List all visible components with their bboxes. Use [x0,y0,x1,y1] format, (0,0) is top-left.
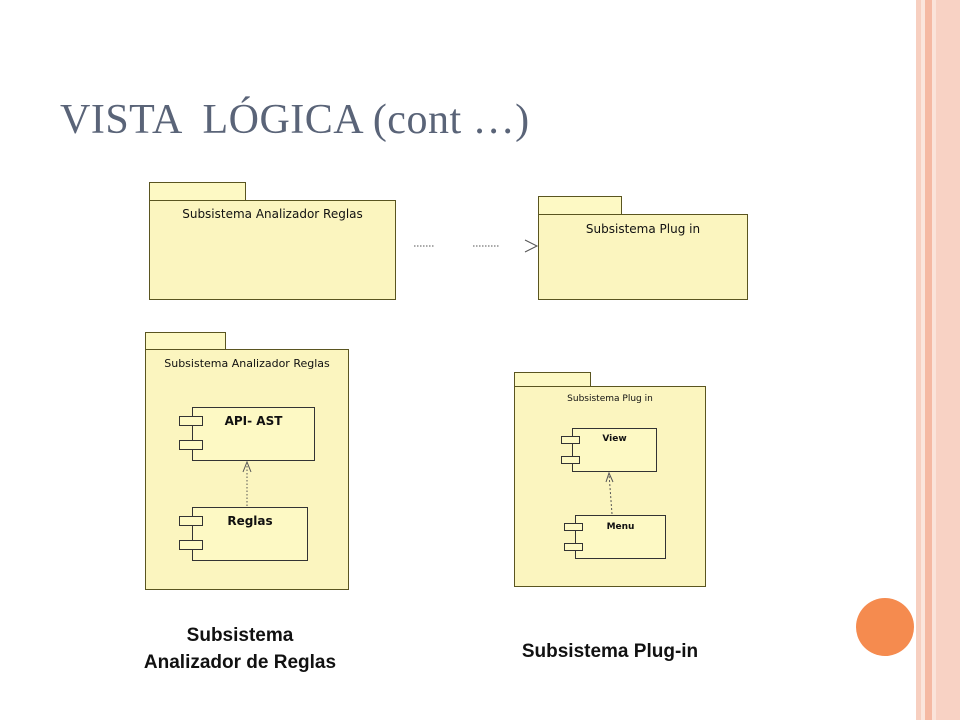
caption-plugin: Subsistema Plug-in [521,641,699,662]
border-stripe [916,0,921,720]
arrow-head-icon [605,471,614,483]
component-api-ast: API- AST [179,407,315,461]
component-port-icon [179,440,203,450]
package-body: Subsistema Plug in [538,214,748,300]
dependency-line [608,473,613,515]
component-label: API- AST [224,414,283,428]
package-label: Subsistema Plug in [585,222,701,236]
component-port-icon [561,456,580,464]
component-port-icon [561,436,580,444]
package-body: Subsistema Analizador Reglas [149,200,396,300]
component-port-icon [179,540,203,550]
component-port-icon [179,516,203,526]
border-stripe [925,0,932,720]
slide-title: VISTA LÓGICA (cont …) [60,97,530,143]
component-view: View [561,428,657,472]
component-port-icon [179,416,203,426]
component-label: Menu [606,522,635,532]
arrow-head-icon [242,460,252,473]
border-stripe [936,0,960,720]
border-stripe [932,0,936,720]
decorative-circle-icon [856,598,914,656]
caption-line: Analizador de Reglas [143,652,337,673]
arrow-head-icon [524,239,539,253]
component-menu: Menu [564,515,666,559]
component-port-icon [564,523,583,531]
border-stripe [921,0,925,720]
component-port-icon [564,543,583,551]
dependency-arrow-menu-view [605,471,614,515]
component-label: Reglas [227,514,273,528]
dependency-arrow-reglas-api [242,460,252,506]
package-label: Subsistema Plug in [567,394,653,404]
caption-line: Subsistema [186,625,294,646]
caption-analizador: Subsistema Analizador de Reglas [100,622,380,676]
component-reglas: Reglas [179,507,308,561]
dependency-arrow-top [414,239,539,253]
component-label: View [602,434,627,444]
package-label: Subsistema Analizador Reglas [182,207,363,221]
package-label: Subsistema Analizador Reglas [164,357,330,370]
